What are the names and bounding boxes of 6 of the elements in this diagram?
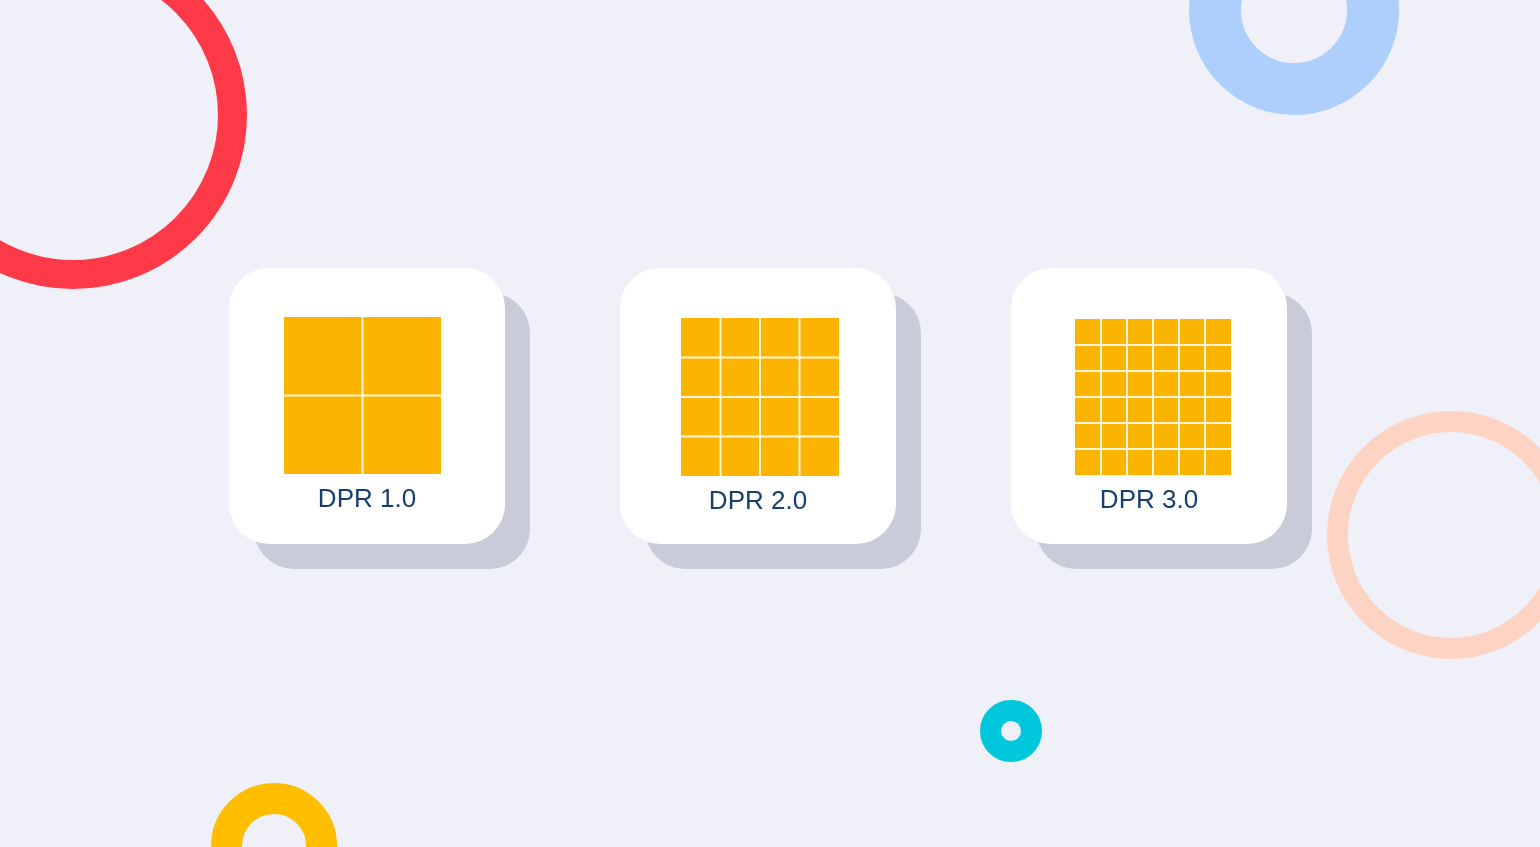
card-label: DPR 2.0 xyxy=(708,485,808,515)
card-label: DPR 1.0 xyxy=(317,483,417,513)
card xyxy=(1011,268,1287,544)
card xyxy=(229,268,505,544)
card xyxy=(620,268,896,544)
card-label: DPR 3.0 xyxy=(1099,484,1199,514)
